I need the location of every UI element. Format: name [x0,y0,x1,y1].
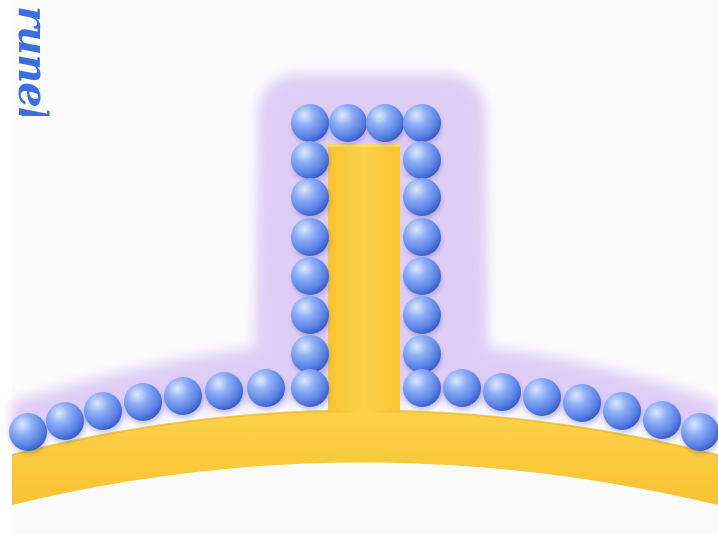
particle-sphere-icon [643,401,681,439]
particle-sphere-icon [329,104,367,142]
particle-sphere-icon [403,218,441,256]
particle-sphere-icon [124,383,162,421]
particle-sphere-icon [403,257,441,295]
cell-wall-ingrowth [328,143,400,413]
particle-sphere-icon [46,402,84,440]
particle-sphere-icon [291,369,329,407]
particle-sphere-icon [563,384,601,422]
particle-sphere-icon [291,104,329,142]
particle-sphere-icon [291,178,329,216]
particle-sphere-icon [84,392,122,430]
particle-sphere-icon [205,372,243,410]
particle-sphere-icon [403,369,441,407]
particle-sphere-icon [247,369,285,407]
particle-sphere-icon [291,335,329,373]
particle-sphere-icon [681,413,718,451]
particle-sphere-icon [366,104,404,142]
particle-sphere-icon [603,392,641,430]
particle-sphere-icon [523,378,561,416]
particle-sphere-icon [291,296,329,334]
particle-sphere-icon [164,377,202,415]
particle-sphere-icon [443,369,481,407]
particle-sphere-icon [291,218,329,256]
particle-sphere-icon [403,335,441,373]
particle-sphere-icon [403,104,441,142]
particle-sphere-icon [403,141,441,179]
particle-sphere-icon [403,296,441,334]
particle-sphere-icon [483,373,521,411]
particle-sphere-icon [291,141,329,179]
particle-sphere-icon [291,257,329,295]
particle-sphere-icon [9,413,47,451]
particle-sphere-icon [403,178,441,216]
